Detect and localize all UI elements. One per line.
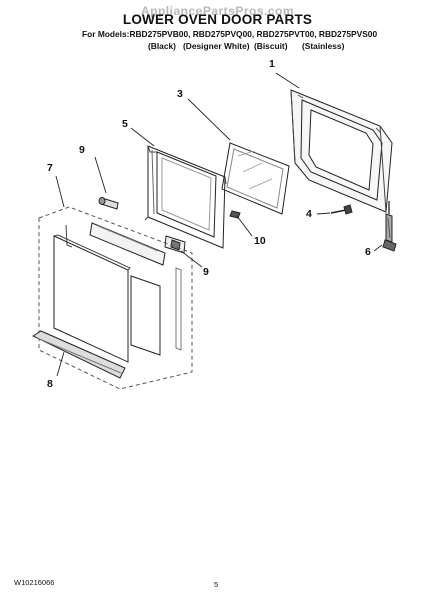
callout-leader-lines: [55, 72, 383, 377]
part-hinge-pin-upper: [98, 197, 119, 210]
callout-3: 3: [177, 88, 183, 100]
callout-6: 6: [365, 246, 371, 258]
part-small-bracket: [229, 210, 241, 219]
variant-biscuit: (Biscuit): [254, 41, 288, 51]
footer-part-number: W10216066: [14, 578, 55, 587]
callout-7: 7: [47, 162, 53, 174]
models-line: For Models:RBD275PVB00, RBD275PVQ00, RBD…: [82, 29, 378, 39]
part-screw: [330, 204, 353, 215]
callout-5: 5: [122, 118, 128, 130]
watermark-text: AppliancePartsPros.com: [140, 4, 295, 18]
variant-designer-white: (Designer White): [183, 41, 250, 51]
callout-9-upper: 9: [79, 144, 85, 156]
callout-1: 1: [269, 58, 275, 70]
variant-stainless: (Stainless): [302, 41, 345, 51]
part-door-glass: [221, 142, 290, 215]
callout-10: 10: [254, 235, 266, 247]
part-hinge-slot-lower: [164, 235, 186, 254]
part-door-bottom-trim: [31, 330, 126, 379]
variant-black: (Black): [148, 41, 176, 51]
part-outer-door-assembly: [38, 206, 193, 390]
part-door-frame: [144, 145, 227, 249]
footer-page-number: 5: [214, 580, 219, 589]
part-hinge-assembly: [382, 201, 397, 252]
page-title: LOWER OVEN DOOR PARTS: [122, 12, 313, 27]
callout-8: 8: [47, 378, 53, 390]
part-inner-door-panel: [290, 89, 393, 213]
callout-4: 4: [306, 208, 312, 220]
callout-9-lower: 9: [203, 266, 209, 278]
